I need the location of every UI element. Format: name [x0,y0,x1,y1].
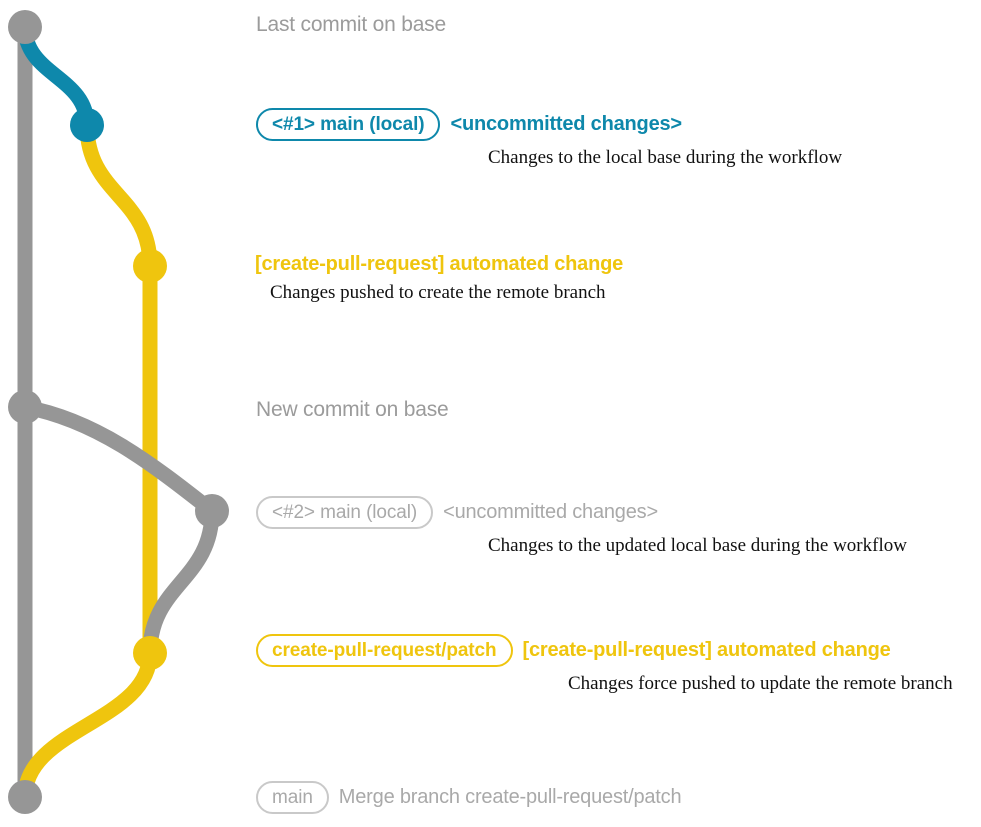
branch-badge-main-local-1[interactable]: <#1> main (local) [256,108,441,141]
row-local-change-1: <#1> main (local) <uncommitted changes> … [256,108,842,169]
branch-badge-main[interactable]: main [256,781,329,814]
commit-subject-patch-1: [create-pull-request] automated change [255,253,624,275]
commit-subject-patch-2: [create-pull-request] automated change [522,639,891,661]
commit-subject-merge: Merge branch create-pull-request/patch [338,786,682,808]
row-local-change-2: <#2> main (local) <uncommitted changes> … [256,496,907,557]
edge-base-to-local1 [17,19,95,133]
commit-graph [8,10,229,814]
row-automated-change-1: [create-pull-request] automated change C… [255,253,623,304]
commit-node-patch-2[interactable] [133,636,167,670]
edge-local1-to-patch1 [79,117,158,274]
commit-note-local-2: Changes to the updated local base during… [488,535,907,556]
edge-basenew-to-local2 [17,399,220,519]
commit-note-local-1: Changes to the local base during the wor… [488,147,843,168]
commit-node-patch-1[interactable] [133,249,167,283]
row-automated-change-2: create-pull-request/patch [create-pull-r… [256,634,953,695]
commit-node-local-2[interactable] [195,494,229,528]
commit-subject-base-last: Last commit on base [256,13,446,36]
row-new-commit-on-base: New commit on base [256,398,449,422]
edge-local2-to-patch2 [142,503,220,661]
commit-note-patch-1: Changes pushed to create the remote bran… [270,282,606,303]
commit-subject-local-2: <uncommitted changes> [443,501,658,523]
commit-node-base-last[interactable] [8,10,42,44]
row-merge-commit: main Merge branch create-pull-request/pa… [256,781,682,814]
row-last-commit-on-base: Last commit on base [256,13,446,37]
commit-subject-local-1: <uncommitted changes> [450,113,682,135]
branch-badge-create-pull-request-patch[interactable]: create-pull-request/patch [256,634,513,667]
commit-node-local-1[interactable] [70,108,104,142]
commit-subject-base-new: New commit on base [256,398,449,421]
branch-badge-main-local-2[interactable]: <#2> main (local) [256,496,434,529]
commit-note-patch-2: Changes force pushed to update the remot… [568,673,953,694]
commit-node-base-new[interactable] [8,390,42,424]
commit-node-merge[interactable] [8,780,42,814]
edge-patch2-to-merge [17,645,158,805]
